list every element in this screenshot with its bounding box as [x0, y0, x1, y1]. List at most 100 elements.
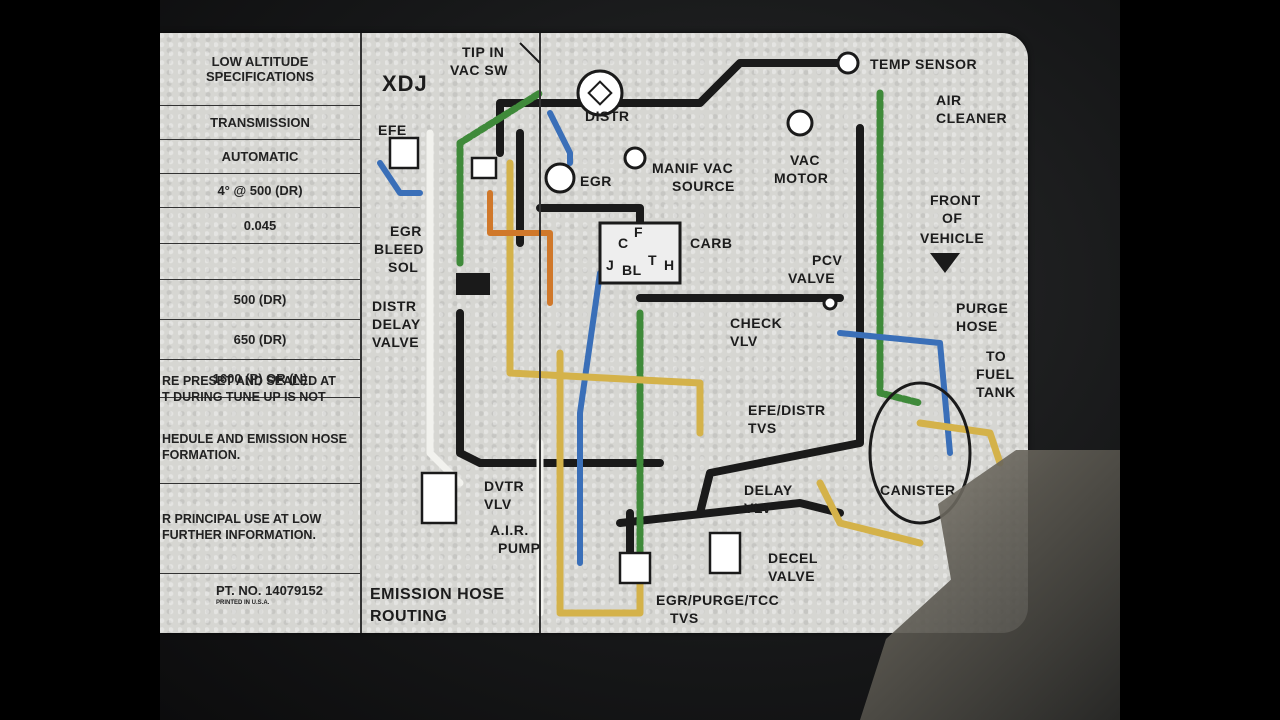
hose-black-left	[456, 309, 664, 467]
label-delay: DELAY	[744, 482, 793, 498]
hose-black-delay	[616, 499, 844, 527]
table-row: AUTOMATIC	[160, 139, 360, 174]
label-canister: CANISTER	[880, 482, 956, 498]
label-carb-f: F	[634, 224, 643, 240]
green-hoses	[456, 89, 924, 557]
carburetor-icon	[598, 221, 682, 285]
label-delay-vlv: VLV	[744, 500, 772, 516]
label-egr-bleed-2: BLEED	[374, 241, 424, 257]
diagram-labels: XDJ TIP IN VAC SW DISTR TEMP SENSOR AIR …	[370, 44, 1016, 626]
distributor-icon	[576, 69, 624, 117]
label-air-pump-2: PUMP	[498, 540, 540, 556]
label-decel: DECEL	[768, 550, 818, 566]
footer-routing: ROUTING	[370, 608, 447, 625]
table-row: 650 (DR)	[160, 319, 360, 360]
egr-valve-icon	[544, 162, 576, 194]
label-distr-delay-3: VALVE	[372, 334, 419, 350]
egr-purge-tvs-icon	[618, 551, 652, 585]
table-row: 4° @ 500 (DR)	[160, 173, 360, 208]
label-dvtr-vlv: VLV	[484, 496, 512, 512]
black-hoses	[456, 59, 864, 557]
label-carb-t: T	[648, 252, 657, 268]
hose-blue-distr	[547, 110, 573, 166]
part-number: PT. NO. 14079152	[216, 583, 323, 598]
label-vehicle: VEHICLE	[920, 230, 984, 246]
label-manif-vac: MANIF VAC	[652, 160, 733, 176]
label-dvtr: DVTR	[484, 478, 524, 494]
label-front: FRONT	[930, 192, 981, 208]
yellow-hoses	[506, 159, 1004, 617]
label-motor: MOTOR	[774, 170, 828, 186]
temp-sensor-icon	[836, 51, 860, 75]
label-vac: VAC	[790, 152, 820, 168]
egr-bleed-sol-icon	[470, 156, 498, 180]
label-egr-purge-tcc: EGR/PURGE/TCC	[656, 592, 779, 608]
blue-hoses	[377, 110, 953, 566]
label-source: SOURCE	[672, 178, 735, 194]
distr-delay-valve-icon	[456, 273, 490, 295]
hose-yellow-delay	[816, 479, 924, 547]
hose-yellow-canister	[916, 419, 1004, 467]
label-of: OF	[942, 210, 962, 226]
hose-blue-purge	[837, 330, 953, 456]
table-divider	[160, 483, 360, 484]
hose-black-right	[696, 124, 864, 517]
printed-in-usa: PRINTED IN U.S.A.	[216, 600, 270, 606]
efe-actuator-icon	[388, 136, 420, 170]
label-egr-purge-tvs: TVS	[670, 610, 699, 626]
label-efe-tvs: TVS	[748, 420, 777, 436]
label-tank: TANK	[976, 384, 1016, 400]
hose-blue-efe	[377, 160, 423, 196]
hose-green-air	[876, 89, 924, 407]
table-divider	[160, 573, 360, 574]
label-carb-c: C	[618, 235, 629, 251]
pcv-valve-icon	[822, 295, 838, 311]
label-efe: EFE	[378, 122, 407, 138]
emission-hose-diagram: XDJ TIP IN VAC SW DISTR TEMP SENSOR AIR …	[370, 33, 1016, 633]
footer-emission-hose: EMISSION HOSE	[370, 586, 505, 603]
components	[388, 33, 972, 633]
label-distr-delay-2: DELAY	[372, 316, 421, 332]
table-row: LOW ALTITUDE SPECIFICATIONS	[160, 33, 360, 106]
hose-black-top	[496, 59, 844, 157]
label-cleaner: CLEANER	[936, 110, 1007, 126]
label-carb-j: J	[606, 257, 614, 273]
photo-frame: LOW ALTITUDE SPECIFICATIONS TRANSMISSION…	[160, 0, 1120, 720]
label-efe-distr: EFE/DISTR	[748, 402, 826, 418]
label-pcv: PCV	[812, 252, 842, 268]
label-carb-h: H	[664, 257, 675, 273]
label-purge: PURGE	[956, 300, 1008, 316]
label-distr: DISTR	[585, 108, 630, 124]
label-hose: HOSE	[956, 318, 998, 334]
label-decel-valve: VALVE	[768, 568, 815, 584]
table-row: 500 (DR)	[160, 279, 360, 320]
canister-icon	[868, 381, 972, 525]
label-to: TO	[986, 348, 1006, 364]
distributor-cap-icon	[587, 80, 613, 106]
tip-in-switch-icon	[519, 42, 541, 64]
hose-blue-carb	[577, 270, 603, 566]
table-row: 1600 (P) OR (N)	[160, 359, 360, 398]
table-note: RE PRESET AND SEALED AT T DURING TUNE UP…	[162, 374, 336, 404]
specifications-table: LOW ALTITUDE SPECIFICATIONS TRANSMISSION…	[160, 33, 362, 633]
decel-valve-icon	[708, 531, 742, 575]
label-check-vlv: VLV	[730, 333, 758, 349]
label-egr: EGR	[580, 173, 612, 189]
label-air-pump-1: A.I.R.	[490, 522, 529, 538]
orange-hoses	[487, 190, 553, 306]
emission-label: LOW ALTITUDE SPECIFICATIONS TRANSMISSION…	[160, 33, 1028, 633]
label-fuel: FUEL	[976, 366, 1015, 382]
hose-white-efe	[426, 129, 464, 487]
label-egr-bleed-3: SOL	[388, 259, 418, 275]
table-row: TRANSMISSION	[160, 105, 360, 140]
table-row	[160, 243, 360, 280]
label-carb: CARB	[690, 235, 732, 251]
hose-green-tipin	[456, 89, 544, 267]
front-arrow-icon	[930, 253, 960, 273]
hose-yellow-egr	[506, 159, 704, 437]
label-carb-bl: BL	[622, 262, 642, 278]
label-distr-delay-1: DISTR	[372, 298, 417, 314]
manif-vac-source-icon	[623, 146, 647, 170]
table-row: 0.045	[160, 207, 360, 244]
label-egr-bleed-1: EGR	[390, 223, 422, 239]
